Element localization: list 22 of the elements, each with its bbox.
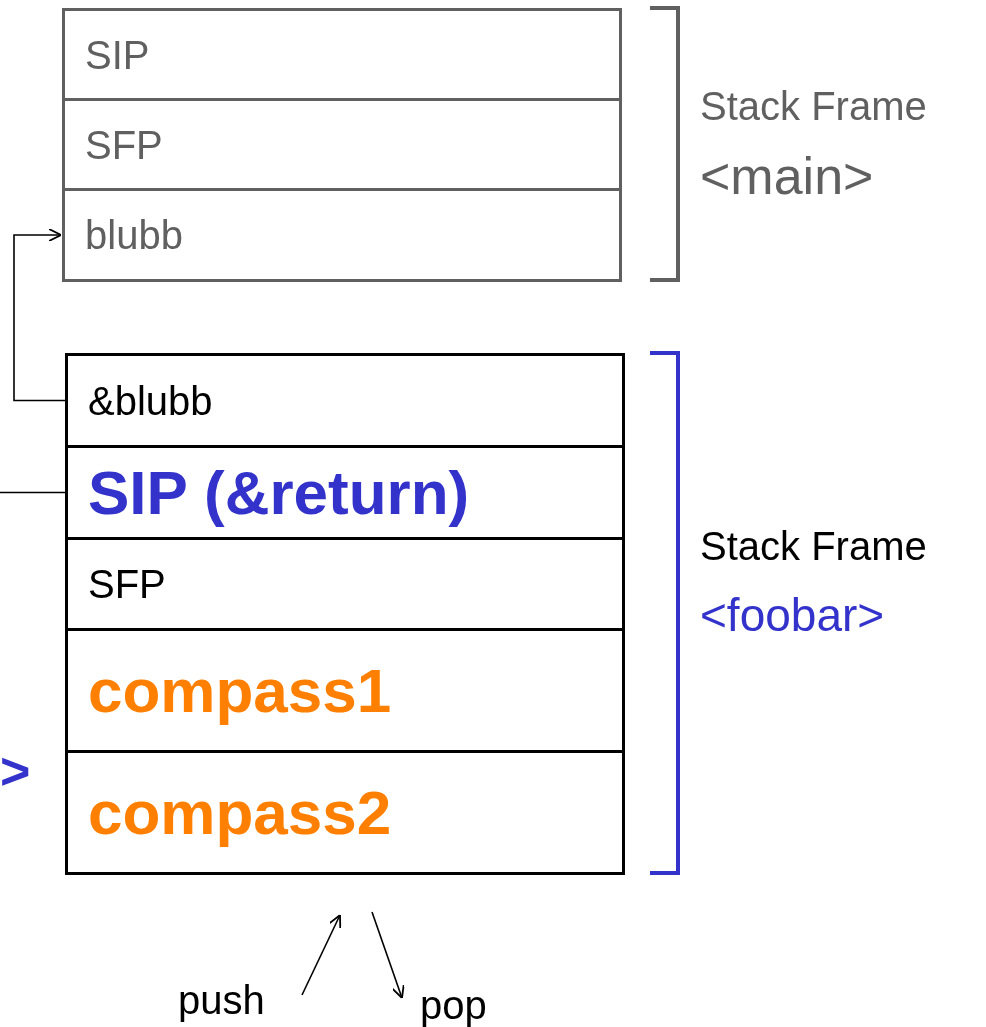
stack-cell (62, 188, 622, 282)
stack-cell (65, 353, 625, 448)
text-label: > (0, 745, 31, 797)
stack-cell (65, 537, 625, 631)
text-label: Stack Frame (700, 526, 927, 566)
connector-line (0, 491, 66, 494)
cell-label: &blubb (88, 380, 213, 421)
cell-label: blubb (85, 215, 183, 255)
stack-cell (65, 628, 625, 753)
cell-label: SFP (88, 564, 166, 604)
cell-label: SFP (85, 124, 163, 165)
stack-cell (65, 750, 625, 875)
stack-cell (65, 445, 625, 540)
stack-cell (62, 98, 622, 191)
text-label: <foobar> (700, 592, 885, 638)
text-label: <main> (700, 150, 874, 202)
stack-cell (62, 8, 622, 101)
text-label: pop (420, 985, 487, 1025)
connector-line (13, 228, 66, 402)
cell-label: SIP (85, 34, 150, 75)
text-label: push (178, 980, 265, 1020)
text-label: Stack Frame (700, 86, 927, 126)
